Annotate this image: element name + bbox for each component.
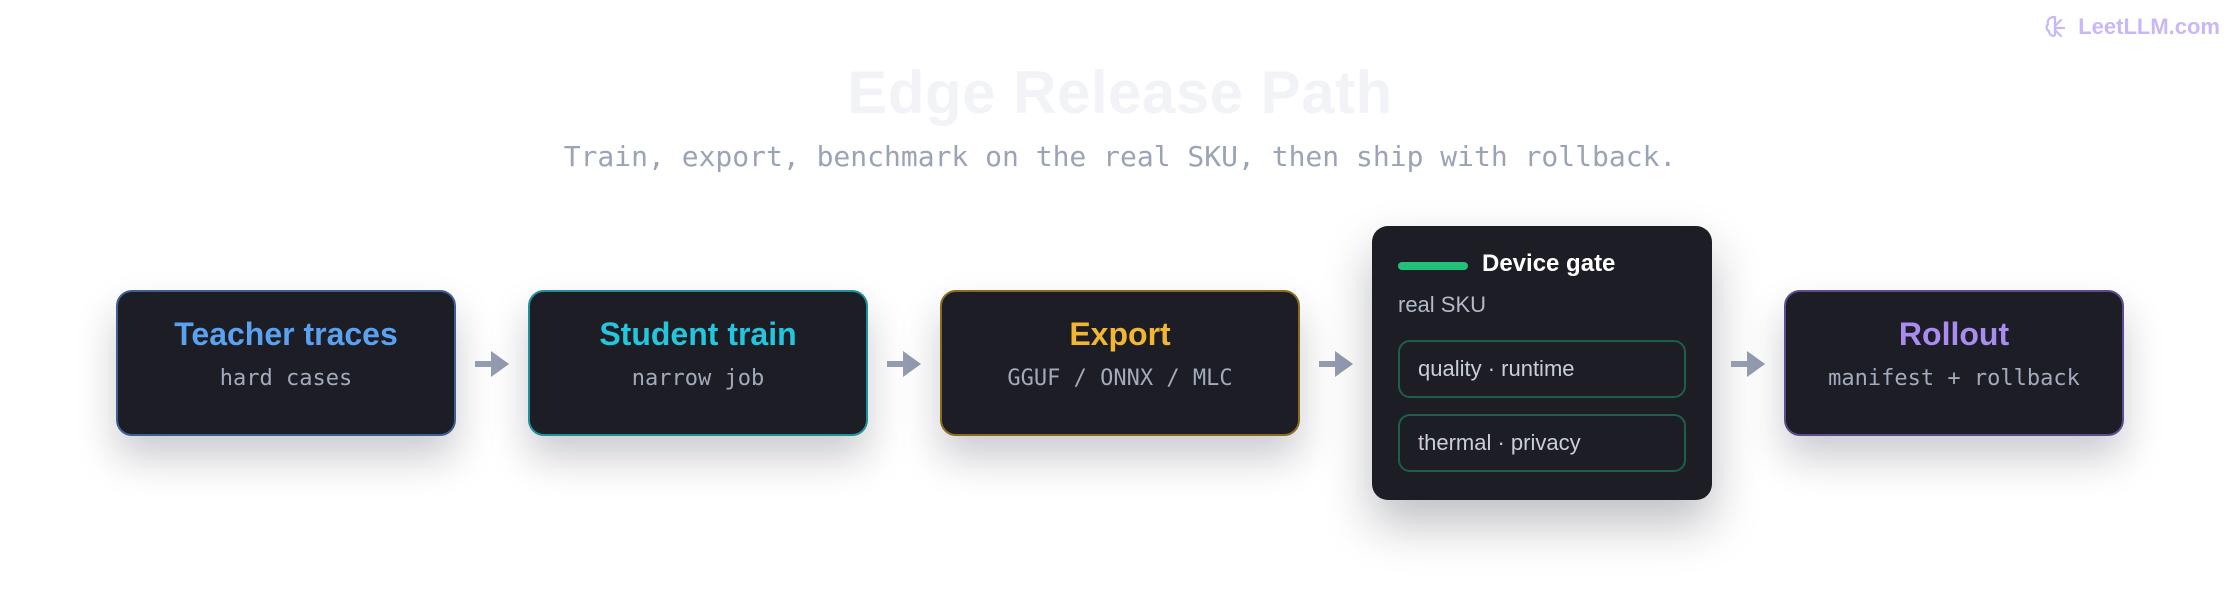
brand-label: LeetLLM.com — [2078, 14, 2220, 39]
gate-title: Device gate — [1482, 250, 1616, 277]
node-title: Rollout — [1898, 316, 2010, 352]
node-detail: narrow job — [631, 366, 765, 391]
brand-logo[interactable]: LeetLLM.com — [2044, 14, 2220, 40]
arrow-right-icon — [1731, 351, 1765, 377]
diagram-subtitle: Train, export, benchmark on the real SKU… — [563, 140, 1677, 173]
node-teacher-traces: Teacher traces hard cases — [116, 290, 456, 436]
gate-check: quality · runtime — [1398, 340, 1686, 398]
arrow-right-icon — [475, 351, 509, 377]
node-rollout: Rollout manifest + rollback — [1784, 290, 2124, 436]
node-title: Student train — [599, 316, 797, 352]
arrow-right-icon — [1319, 351, 1353, 377]
arrow-right-icon — [887, 351, 921, 377]
node-title: Teacher traces — [174, 316, 398, 352]
gate-subtitle: real SKU — [1398, 292, 1487, 317]
node-student-train: Student train narrow job — [528, 290, 868, 436]
gate-accent-bar — [1398, 262, 1468, 270]
node-export: Export GGUF / ONNX / MLC — [940, 290, 1300, 436]
gate-check: thermal · privacy — [1398, 414, 1686, 472]
node-title: Export — [1069, 316, 1171, 352]
diagram-title: Edge Release Path — [847, 59, 1393, 126]
node-detail: hard cases — [219, 366, 353, 391]
brain-icon — [2045, 15, 2066, 38]
node-detail: manifest + rollback — [1828, 366, 2080, 391]
device-gate-card: Device gate real SKU quality · runtime t… — [1372, 226, 1712, 500]
node-detail: GGUF / ONNX / MLC — [1007, 366, 1233, 391]
